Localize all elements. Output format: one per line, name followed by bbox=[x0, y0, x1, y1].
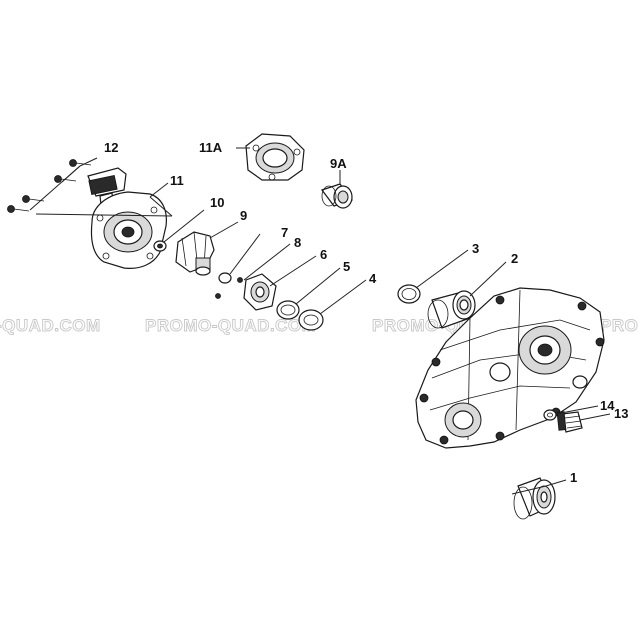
part-5-seal-ring bbox=[276, 300, 300, 320]
part-7-oring bbox=[218, 272, 232, 284]
part-1-bearing bbox=[513, 477, 556, 520]
part-8-pins bbox=[215, 277, 243, 299]
crankcase-cover bbox=[415, 287, 605, 449]
callout-14: 14 bbox=[600, 398, 615, 413]
callout-4: 4 bbox=[369, 271, 377, 286]
part-11a-housing bbox=[245, 133, 305, 181]
callout-6: 6 bbox=[320, 247, 327, 262]
part-13-drain-plug bbox=[556, 411, 583, 433]
watermark-text-left: -QUAD.COM bbox=[0, 316, 101, 335]
part-9-impeller bbox=[175, 231, 215, 276]
part-11-pump-cover bbox=[87, 167, 167, 269]
callout-8: 8 bbox=[294, 235, 301, 250]
callout-9a: 9A bbox=[330, 156, 347, 171]
callout-9: 9 bbox=[240, 208, 247, 223]
part-14-washer bbox=[543, 409, 557, 421]
part-3-snap-ring bbox=[397, 284, 421, 304]
callout-13: 13 bbox=[614, 406, 628, 421]
callout-12: 12 bbox=[104, 140, 118, 155]
callout-11a: 11A bbox=[199, 140, 223, 155]
leader-lines bbox=[29, 147, 611, 495]
part-4-oil-seal bbox=[298, 309, 324, 331]
part-6-mechanical-seal bbox=[243, 273, 277, 311]
part-10-washer bbox=[153, 240, 167, 252]
part-9a-sleeve bbox=[321, 183, 353, 209]
callout-7: 7 bbox=[281, 225, 288, 240]
callout-11: 11 bbox=[170, 173, 184, 188]
callout-3: 3 bbox=[472, 241, 479, 256]
callout-numbers: 12 11 11A 9A 10 9 7 8 6 5 4 3 2 14 13 1 bbox=[104, 140, 628, 485]
callout-2: 2 bbox=[511, 251, 518, 266]
callout-10: 10 bbox=[210, 195, 224, 210]
watermark-text-right: PRO bbox=[600, 316, 638, 335]
watermark-text-center-left: PROMO-QUAD.COM bbox=[145, 316, 316, 335]
callout-1: 1 bbox=[570, 470, 577, 485]
callout-5: 5 bbox=[343, 259, 350, 274]
